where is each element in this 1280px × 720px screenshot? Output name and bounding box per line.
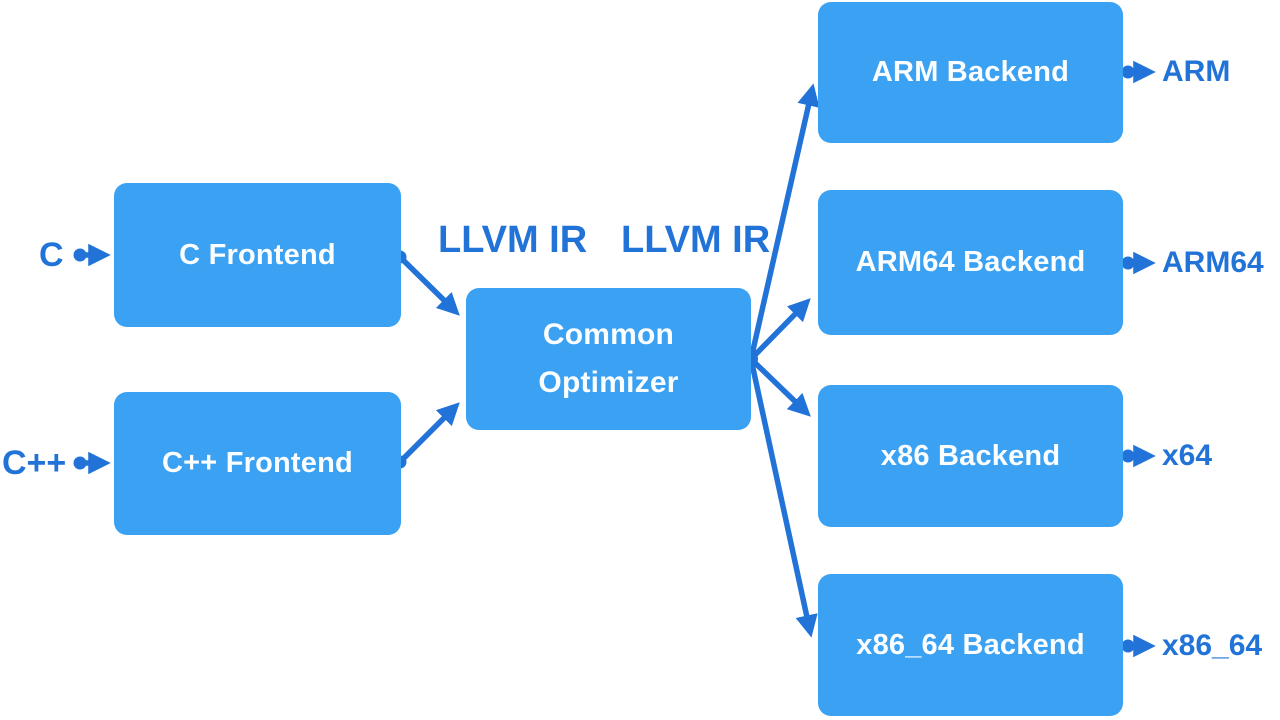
input-label-c: C bbox=[39, 235, 64, 274]
node-c-frontend: C Frontend bbox=[114, 183, 401, 327]
node-common-optimizer: Common Optimizer bbox=[466, 288, 751, 430]
input-label-cpp: C++ bbox=[2, 443, 67, 482]
output-label-arm: ARM bbox=[1162, 55, 1231, 88]
arrow-cpp-frontend-to-optimizer bbox=[398, 402, 460, 464]
arrow-optimizer-to-arm-backend bbox=[748, 83, 820, 360]
ir-label-left: LLVM IR bbox=[438, 218, 588, 261]
optimizer-label-line1: Common bbox=[542, 318, 675, 351]
node-arm-backend: ARM Backend bbox=[818, 2, 1123, 143]
node-x86-backend: x86 Backend bbox=[818, 385, 1123, 527]
arrow-optimizer-to-x86-backend bbox=[749, 357, 811, 417]
node-common-optimizer-label: Common Optimizer bbox=[538, 311, 678, 407]
node-arm64-backend: ARM64 Backend bbox=[818, 190, 1123, 335]
arrow-optimizer-to-arm64-backend bbox=[749, 298, 811, 361]
arrow-optimizer-to-x86-64-backend bbox=[748, 358, 818, 638]
arrow-c-frontend-to-optimizer bbox=[398, 255, 460, 316]
ir-label-right: LLVM IR bbox=[621, 218, 771, 261]
output-label-arm64: ARM64 bbox=[1162, 246, 1264, 279]
optimizer-label-line2: Optimizer bbox=[538, 366, 679, 399]
node-x86-64-backend: x86_64 Backend bbox=[818, 574, 1123, 716]
output-label-x64: x64 bbox=[1162, 439, 1213, 472]
output-label-x86-64: x86_64 bbox=[1162, 629, 1263, 662]
node-cpp-frontend: C++ Frontend bbox=[114, 392, 401, 535]
